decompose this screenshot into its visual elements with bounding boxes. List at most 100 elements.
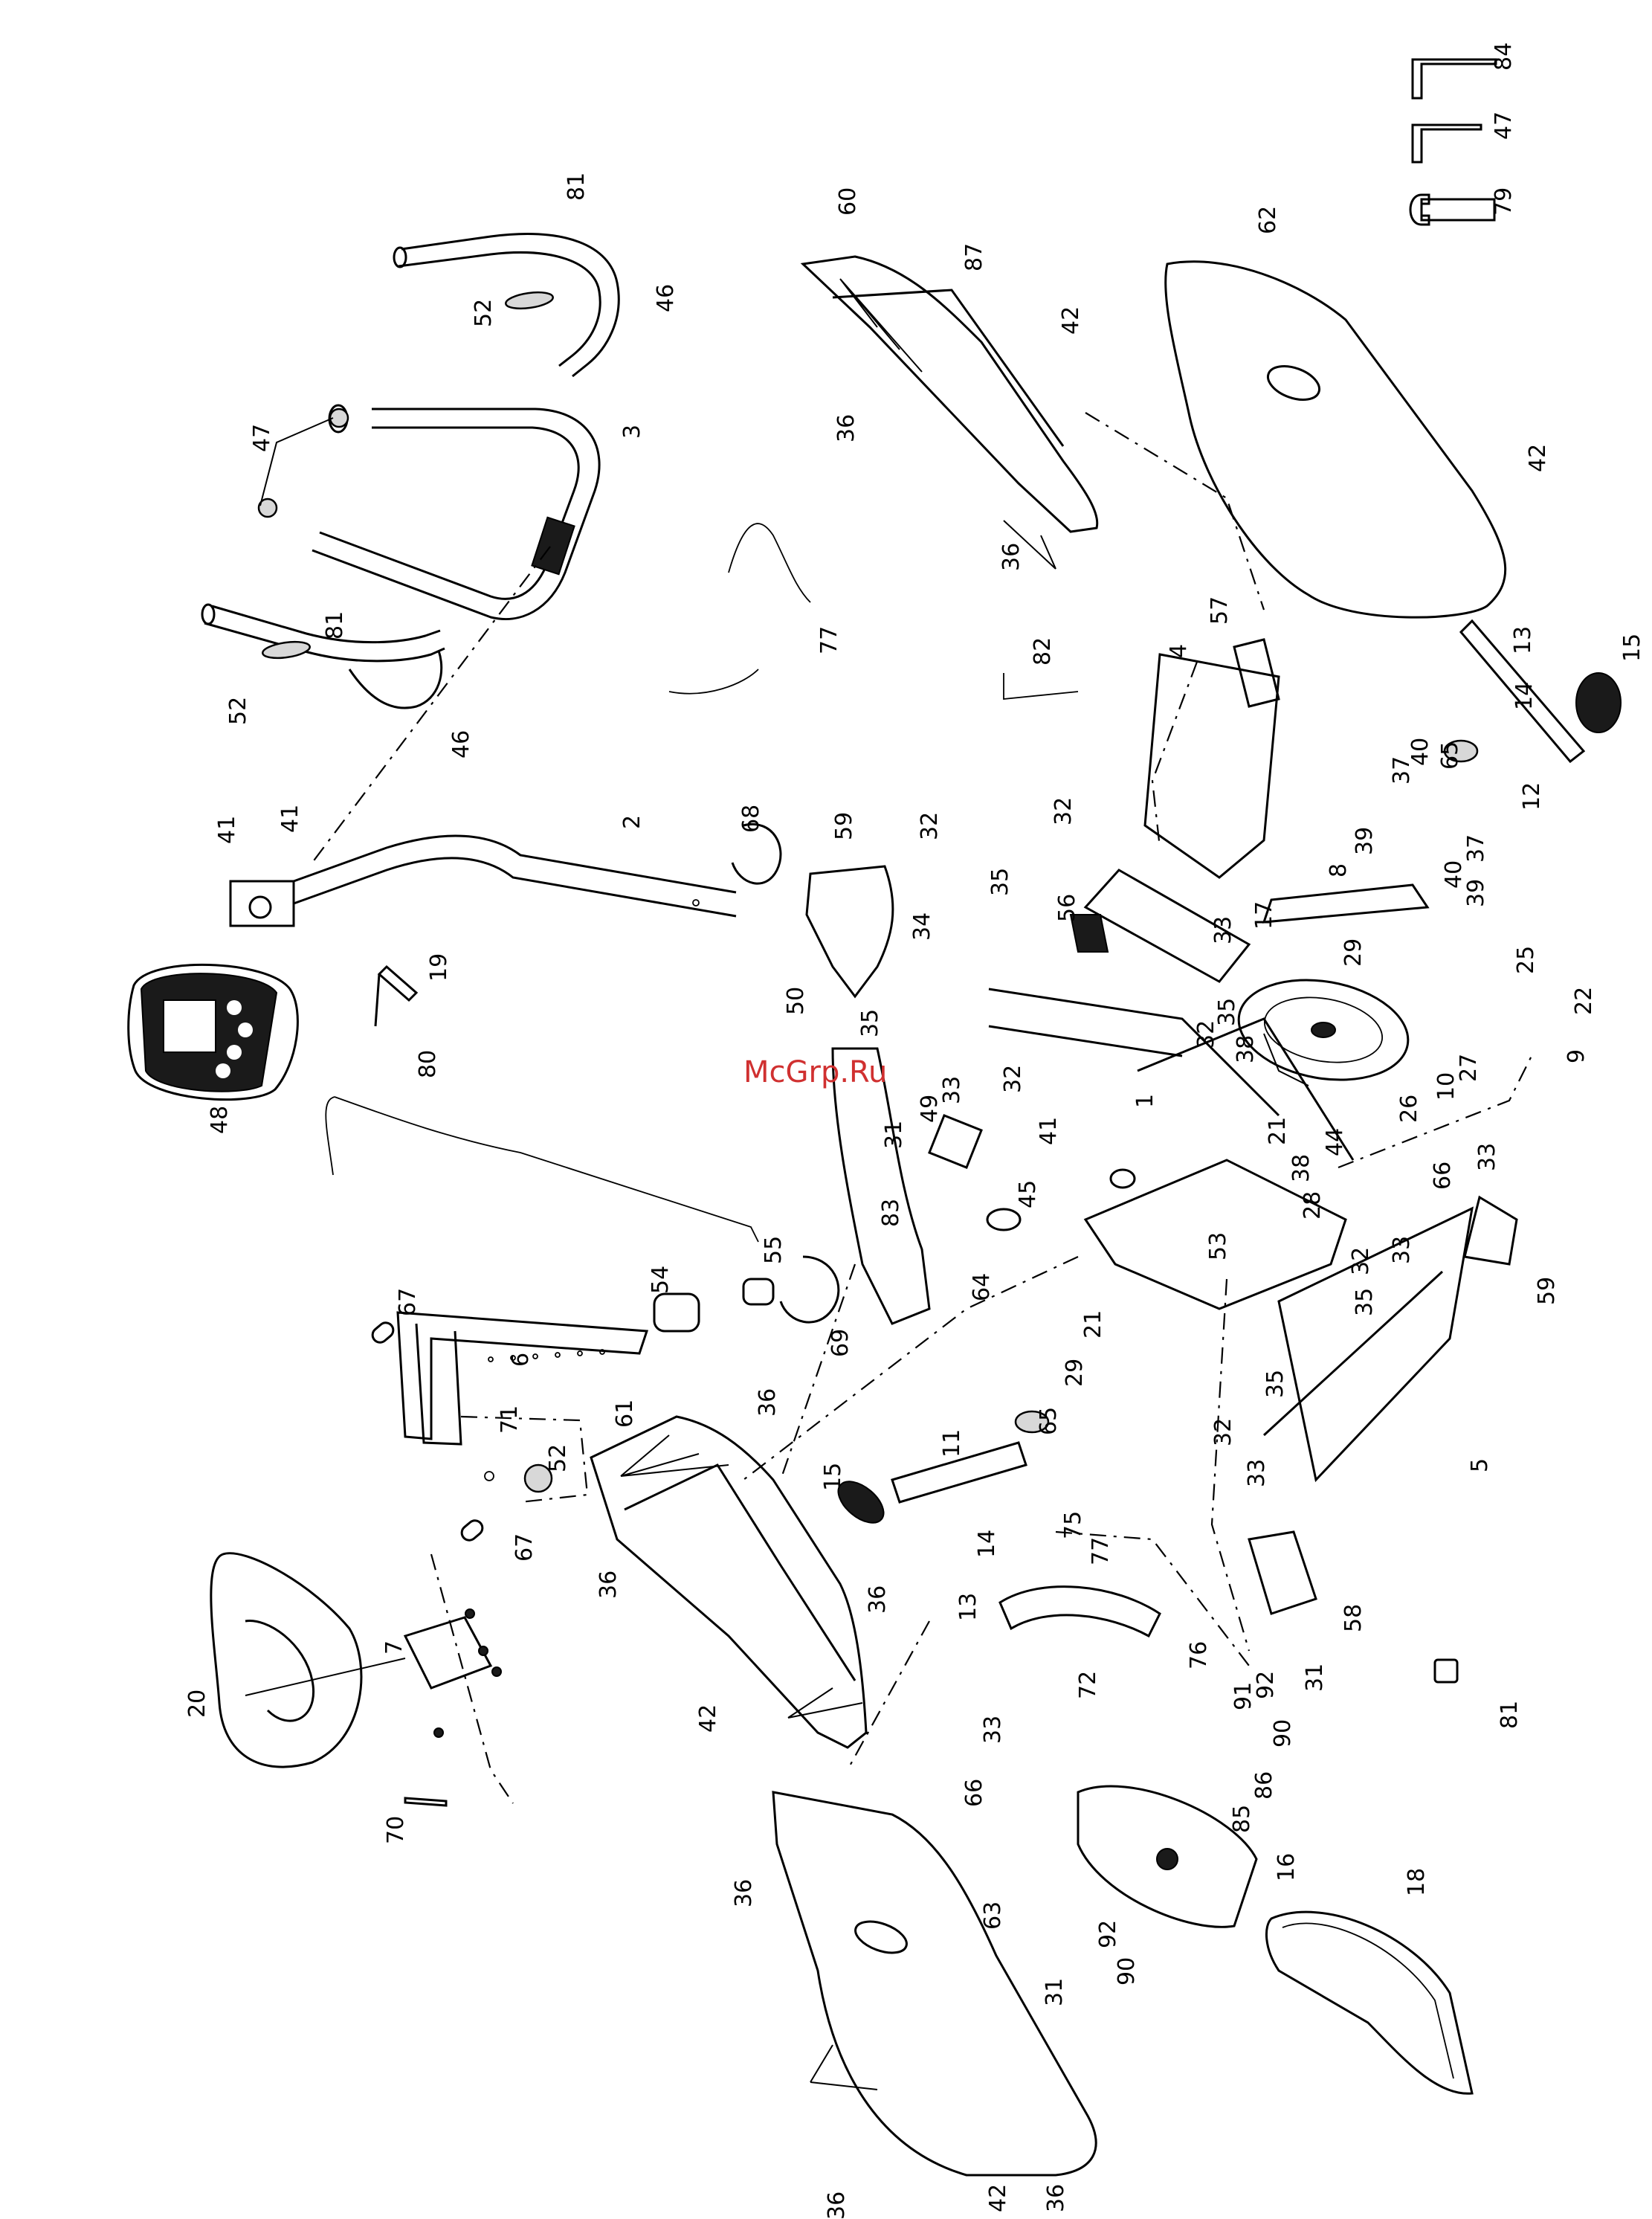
- label-28: 28: [1300, 1191, 1326, 1220]
- label-44: 46: [653, 284, 679, 312]
- label-4: 4: [1166, 644, 1192, 658]
- label-72: 71: [497, 1405, 523, 1434]
- label-82: 77: [816, 626, 842, 654]
- seat-bracket: [403, 1608, 502, 1738]
- label-51: 52: [471, 299, 497, 327]
- flywheel-16: [1077, 1785, 1258, 1928]
- label-34: 34: [909, 912, 935, 941]
- label-45: 47: [249, 424, 275, 452]
- label-3: 3: [619, 425, 645, 439]
- label-31c: 31: [1042, 1978, 1068, 2006]
- label-33d: 33: [1389, 1236, 1415, 1264]
- label-36h: 36: [1043, 2184, 1069, 2212]
- watermark: McGrp.Ru: [743, 1055, 887, 1089]
- label-36: 36: [833, 414, 859, 442]
- label-75: 75: [1060, 1511, 1086, 1539]
- label-31b: 31: [1302, 1664, 1328, 1692]
- seat: [210, 1552, 363, 1768]
- label-80: 80: [415, 1050, 441, 1078]
- front-stabilizer: [1083, 653, 1430, 983]
- label-15b: 15: [820, 1463, 846, 1491]
- label-32f: 32: [1210, 1418, 1236, 1446]
- wrench-icon: [1409, 193, 1496, 226]
- label-48: 48: [207, 1106, 233, 1134]
- label-70: 69: [827, 1329, 854, 1357]
- label-41b: 41: [277, 805, 303, 833]
- wire-83: [1003, 673, 1079, 700]
- label-86: 83: [878, 1199, 904, 1227]
- label-10: 10: [1433, 1072, 1459, 1101]
- label-39: 39: [1352, 827, 1378, 855]
- knob-52: [484, 1463, 553, 1493]
- label-33: 33: [939, 1076, 965, 1104]
- label-8: 8: [1326, 863, 1352, 877]
- shroud-64: [772, 1791, 1097, 2177]
- label-61: 60: [835, 187, 861, 216]
- pedals-and-cranks: [837, 619, 1622, 1524]
- label-18: 18: [1404, 1868, 1430, 1896]
- label-60: 59: [831, 812, 857, 840]
- allen-key-large-icon: [1411, 58, 1497, 100]
- label-35b: 35: [857, 1009, 883, 1037]
- flywheel-17: [1237, 979, 1410, 1081]
- label-71: 70: [383, 1816, 409, 1844]
- label-33f: 33: [980, 1716, 1006, 1744]
- label-35: 35: [987, 868, 1013, 896]
- label-42c: 42: [695, 1704, 721, 1733]
- label-41: 41: [214, 816, 240, 844]
- label-84: 81: [564, 173, 590, 201]
- label-81: 81: [1497, 1701, 1523, 1729]
- rear-cover-65: [831, 1047, 931, 1325]
- label-51b: 52: [225, 697, 251, 725]
- label-7: 7: [381, 1640, 407, 1655]
- shroud-61: [800, 255, 1099, 533]
- label-36g: 36: [824, 2191, 850, 2219]
- label-83: 82: [1030, 637, 1056, 666]
- label-42: 42: [1058, 306, 1084, 335]
- label-59: 59: [1534, 1277, 1560, 1305]
- label-20: 20: [184, 1690, 210, 1718]
- label-38: 38: [1233, 1035, 1259, 1063]
- label-31: 31: [881, 1121, 907, 1149]
- label-79: 79: [1491, 187, 1517, 216]
- label-57: 57: [1207, 596, 1233, 625]
- label-47: 45: [1015, 1180, 1041, 1208]
- label-26: 26: [1396, 1095, 1422, 1123]
- cover-60: [805, 865, 894, 999]
- bearing-sleeves: [653, 822, 840, 1333]
- shroud-63: [1164, 260, 1507, 619]
- leader-lines: [245, 278, 1309, 2090]
- label-52: 52: [545, 1444, 571, 1472]
- label-40b: 40: [1441, 860, 1467, 889]
- rear-stabilizer: [1262, 1206, 1474, 1483]
- label-62: 61: [612, 1400, 638, 1428]
- label-43: 47: [1491, 112, 1517, 140]
- label-14b: 14: [974, 1530, 1000, 1558]
- label-35e: 35: [1262, 1370, 1288, 1398]
- handlebar-lower: [201, 603, 445, 709]
- label-32e: 32: [1348, 1247, 1374, 1275]
- label-46: 44: [1322, 1128, 1348, 1156]
- label-32b: 32: [1051, 797, 1077, 825]
- allen-key-small-icon: [1411, 123, 1482, 164]
- frame: [986, 988, 1355, 1310]
- label-12: 12: [1519, 782, 1545, 811]
- knob-19: [374, 964, 419, 1027]
- label-15: 15: [1619, 634, 1645, 662]
- label-13: 13: [1510, 626, 1536, 654]
- label-94b: 92: [1095, 1920, 1121, 1948]
- label-67b: 66: [961, 1779, 987, 1807]
- label-2: 2: [619, 815, 645, 829]
- label-91: 86: [1251, 1771, 1277, 1800]
- label-77: 77: [1088, 1537, 1114, 1565]
- label-36c: 36: [755, 1388, 781, 1417]
- label-5: 5: [1467, 1458, 1493, 1472]
- assembly-lines: [312, 412, 1532, 1804]
- label-66b: 65: [1036, 1407, 1062, 1435]
- label-32d: 32: [1193, 1020, 1219, 1049]
- label-39b: 39: [1463, 879, 1489, 907]
- bracket-73: [998, 1585, 1161, 1638]
- label-32: 32: [917, 812, 943, 840]
- seat-post: [371, 1311, 649, 1542]
